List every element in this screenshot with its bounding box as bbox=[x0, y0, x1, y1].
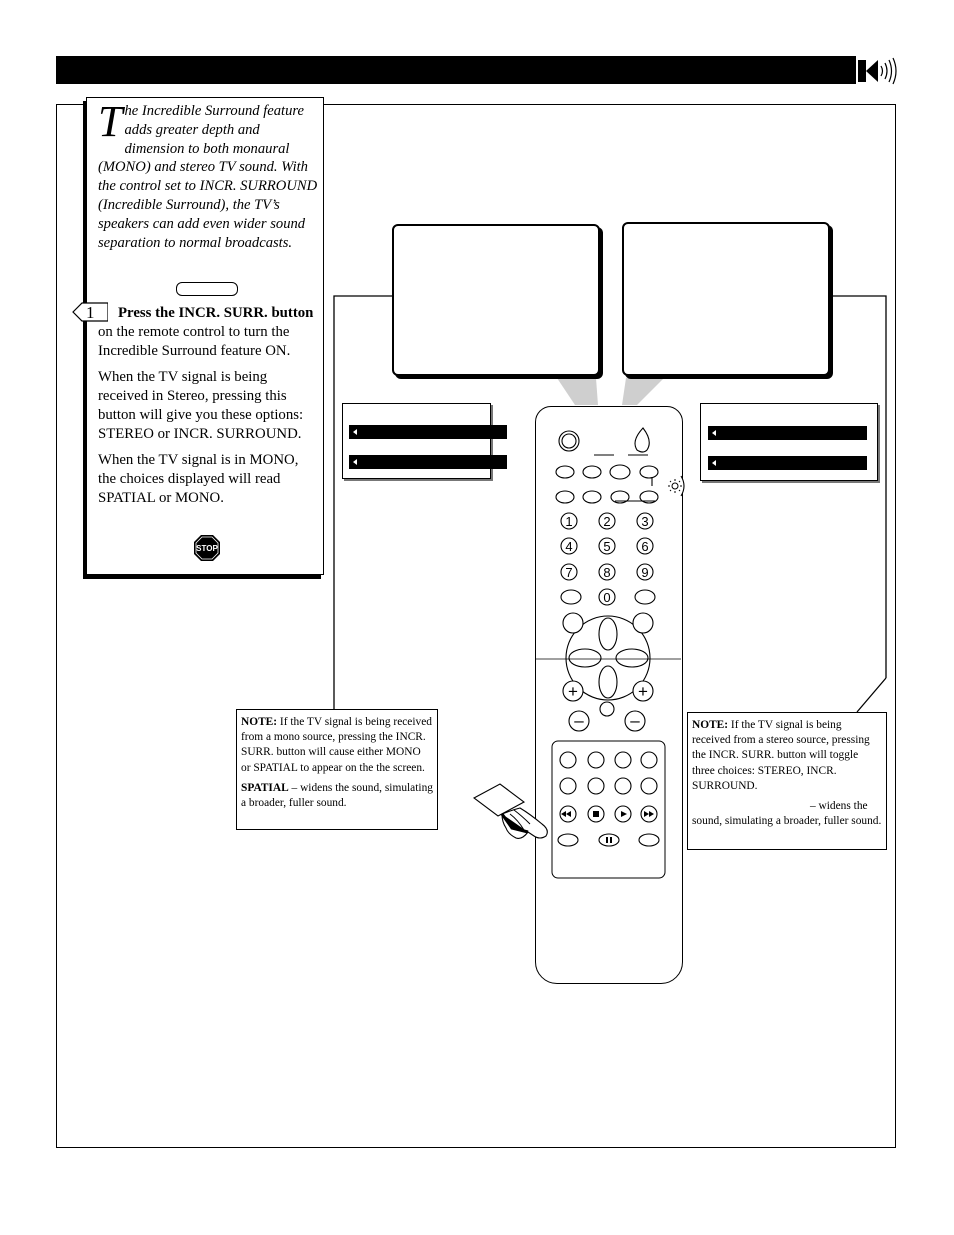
note-text: If the TV signal is being received from … bbox=[241, 716, 432, 774]
key-6: 6 bbox=[641, 539, 648, 554]
key-9: 9 bbox=[641, 565, 648, 580]
step-para-stereo: When the TV signal is being received in … bbox=[98, 369, 304, 442]
key-7: 7 bbox=[565, 565, 572, 580]
key-0: 0 bbox=[603, 590, 610, 605]
step-rest: on the remote control to turn the Incred… bbox=[98, 324, 291, 359]
light-icon bbox=[668, 479, 682, 493]
mute-button bbox=[634, 427, 650, 453]
tv-screen-stereo bbox=[622, 222, 830, 376]
remote-buttons: 1 2 3 4 5 6 7 8 9 0 + + – – bbox=[535, 427, 685, 879]
channel-plus-label: + bbox=[638, 682, 648, 701]
osd-option-bar bbox=[349, 455, 507, 469]
note-text: If the TV signal is being received from … bbox=[692, 719, 870, 792]
content-frame bbox=[56, 104, 896, 1148]
svg-text:STOP: STOP bbox=[196, 544, 218, 553]
volume-minus-label: – bbox=[574, 711, 584, 730]
step-para-mono: When the TV signal is in MONO, the choic… bbox=[98, 452, 299, 506]
osd-option-bar bbox=[708, 426, 867, 440]
step-bold: Press the INCR. SURR. button bbox=[118, 305, 314, 321]
key-3: 3 bbox=[641, 514, 648, 529]
osd-panel-stereo bbox=[700, 403, 878, 481]
note-term: SPATIAL bbox=[241, 781, 289, 794]
note-label: NOTE: bbox=[692, 719, 729, 731]
key-8: 8 bbox=[603, 565, 610, 580]
note-stereo: NOTE: If the TV signal is being received… bbox=[687, 712, 887, 850]
header-bar bbox=[56, 56, 856, 84]
speaker-icon bbox=[858, 57, 897, 85]
incr-surr-button-graphic bbox=[176, 282, 238, 296]
drop-cap: T bbox=[98, 97, 123, 146]
tv-screen-mono bbox=[392, 224, 600, 376]
key-2: 2 bbox=[603, 514, 610, 529]
step-number-badge: 1 bbox=[72, 302, 108, 322]
key-1: 1 bbox=[565, 514, 572, 529]
pointing-hand-icon bbox=[472, 783, 548, 839]
osd-panel-mono bbox=[342, 403, 507, 479]
step-number: 1 bbox=[86, 303, 95, 322]
step-instructions: Press the INCR. SURR. button on the remo… bbox=[98, 304, 320, 515]
stop-sign-icon: STOP bbox=[194, 535, 220, 561]
note-term-text: – widens the sound, simulating a broader… bbox=[241, 781, 433, 810]
key-4: 4 bbox=[565, 539, 572, 554]
volume-plus-label: + bbox=[568, 682, 578, 701]
channel-minus-label: – bbox=[630, 711, 640, 730]
note-term-text: – widens the sound, simulating a broader… bbox=[692, 800, 882, 828]
intro-text: he Incredible Surround feature adds grea… bbox=[98, 103, 318, 251]
note-label: NOTE: bbox=[241, 716, 278, 728]
osd-option-bar bbox=[349, 425, 507, 439]
note-mono: NOTE: If the TV signal is being received… bbox=[236, 709, 438, 830]
osd-option-bar bbox=[708, 456, 867, 470]
key-5: 5 bbox=[603, 539, 610, 554]
intro-box bbox=[86, 97, 324, 575]
